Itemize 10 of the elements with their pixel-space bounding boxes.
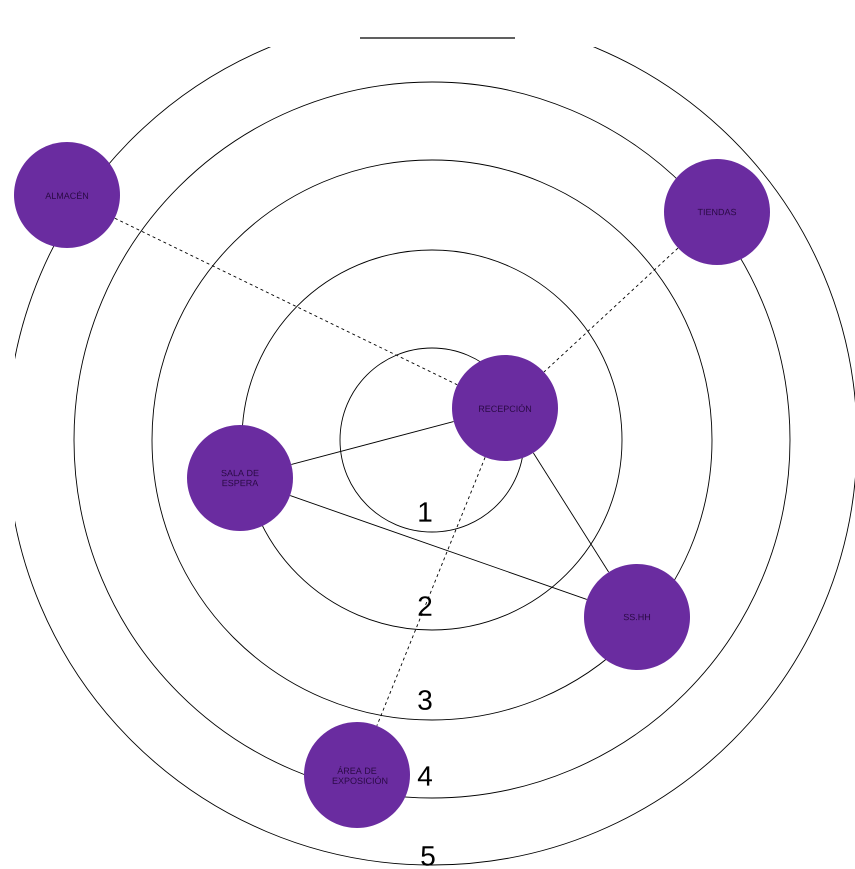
ring-number: 2 [418, 596, 432, 616]
connector-line [290, 495, 588, 600]
connector-line [544, 248, 678, 372]
connector-line [376, 456, 486, 726]
ring-number: 1 [419, 502, 432, 522]
connector-line [290, 421, 454, 465]
connector-line [532, 452, 610, 572]
ring-number: 3 [418, 690, 432, 710]
ring-number: 5 [421, 846, 435, 866]
connector-line [114, 218, 458, 386]
